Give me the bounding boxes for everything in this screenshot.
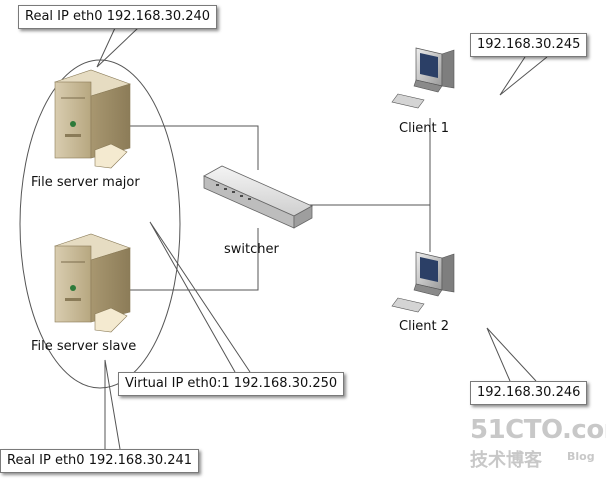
leader-virtual-ip	[149, 221, 251, 373]
label-client1: Client 1	[399, 121, 450, 136]
label-client2: Client 2	[399, 319, 450, 334]
watermark-blog: Blog	[567, 450, 595, 463]
leader-client1-ip	[499, 56, 548, 96]
label-file-server-slave: File server slave	[31, 339, 137, 354]
link-slave-switch	[100, 228, 259, 291]
link-major-switch	[125, 125, 259, 170]
callout-virtual-ip: Virtual IP eth0:1 192.168.30.250	[118, 372, 345, 396]
watermark-site: 51CTO.com	[470, 415, 606, 445]
callout-real-ip-slave: Real IP eth0 192.168.30.241	[0, 449, 200, 473]
leader-client2-ip	[486, 327, 537, 382]
label-switcher: switcher	[224, 242, 279, 257]
callout-client1-ip: 192.168.30.245	[470, 33, 588, 57]
leader-real-ip-major	[96, 27, 139, 68]
label-file-server-major: File server major	[31, 175, 140, 190]
watermark-tagline: 技术博客	[470, 450, 542, 471]
leader-real-ip-slave	[104, 359, 121, 450]
computer-icon	[391, 251, 455, 313]
server-cluster-ellipse	[19, 59, 181, 389]
server-icon	[54, 69, 131, 169]
switch-icon	[203, 165, 313, 229]
callout-real-ip-major: Real IP eth0 192.168.30.240	[18, 5, 218, 29]
computer-icon	[391, 47, 455, 109]
connection-lines	[96, 27, 548, 450]
callout-client2-ip: 192.168.30.246	[470, 381, 588, 405]
server-icon	[54, 233, 131, 333]
